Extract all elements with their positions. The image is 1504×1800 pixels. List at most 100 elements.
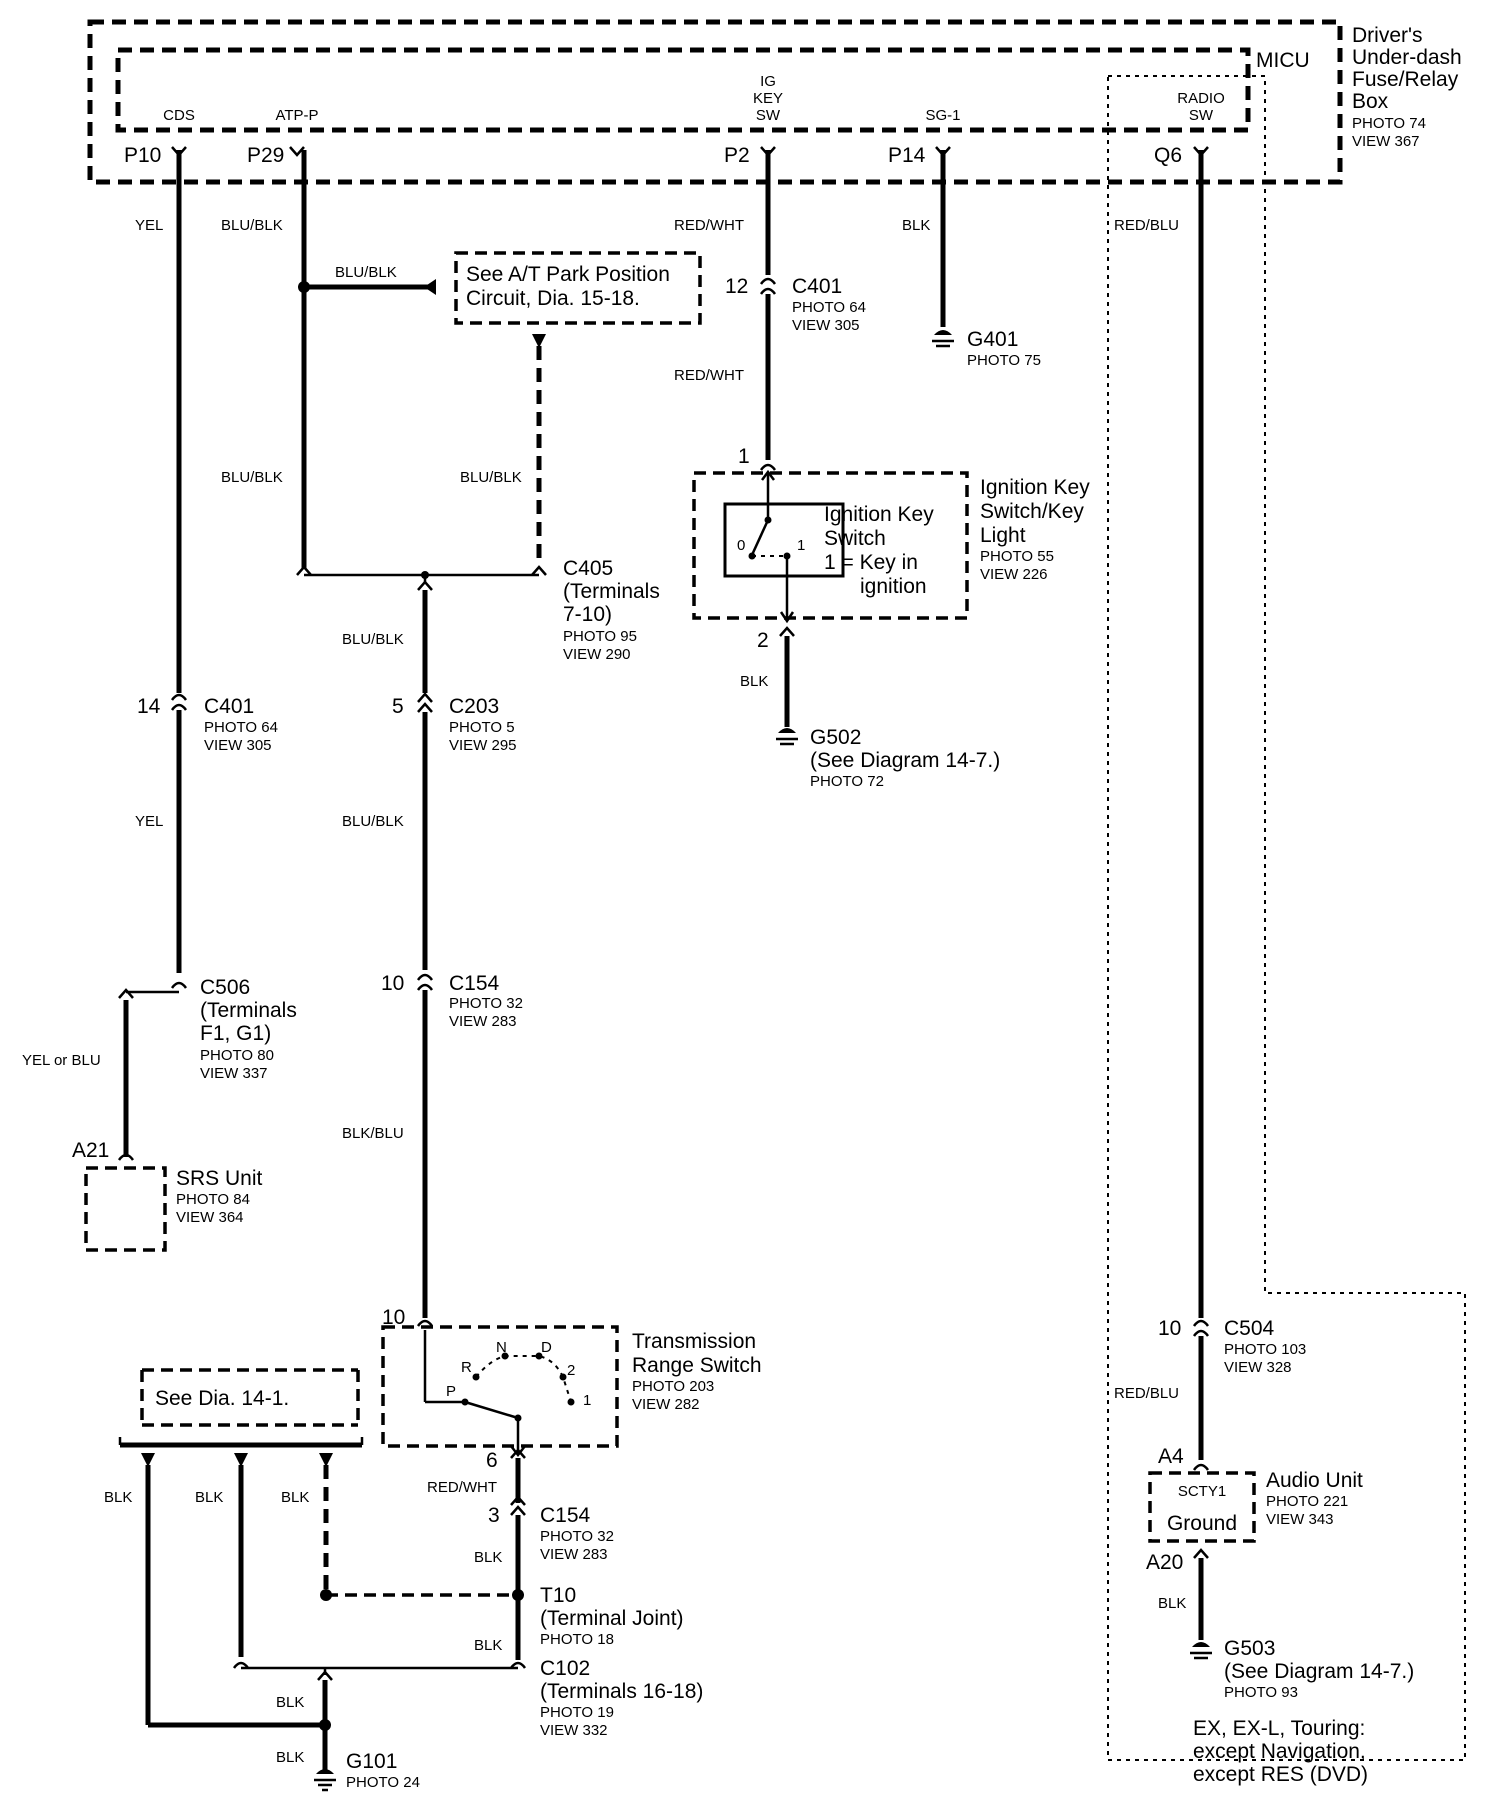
c401-left-name: C401: [204, 695, 254, 718]
trs-photo: PHOTO 203: [632, 1378, 714, 1395]
wire-color-blk-g503: BLK: [1158, 1595, 1186, 1612]
audio-photo: PHOTO 221: [1266, 1493, 1348, 1510]
variant-boundary: [1107, 75, 1466, 1761]
wire-color-blu-blk-2: BLU/BLK: [335, 264, 397, 281]
g503-line2: (See Diagram 14-7.): [1224, 1660, 1414, 1683]
trs-label2: Range Switch: [632, 1354, 762, 1377]
fuse-box-view: VIEW 367: [1352, 133, 1420, 150]
c203-photo: PHOTO 5: [449, 719, 515, 736]
micu-terminals: CDS P10 ATP-P P29 IG KEY SW P2 SG-1 P14 …: [124, 73, 1225, 167]
pin-p10: P10: [124, 144, 161, 167]
c154-top-name: C154: [449, 972, 500, 995]
at-park-line2: Circuit, Dia. 15-18.: [466, 287, 640, 310]
g502-line2: (See Diagram 14-7.): [810, 749, 1000, 772]
wire-color-blk-g101-1: BLK: [276, 1694, 304, 1711]
terminal-sg-1: SG-1: [925, 107, 960, 124]
c102-name: C102: [540, 1657, 590, 1680]
terminal-ig-2: KEY: [753, 90, 783, 107]
c506-name: C506: [200, 976, 250, 999]
audio-pin-a20: A20: [1146, 1551, 1183, 1574]
audio-unit: SCTY1 Ground Audio Unit PHOTO 221 VIEW 3…: [1146, 1469, 1414, 1786]
g401-name: G401: [967, 328, 1018, 351]
terminal-radio-2: SW: [1189, 107, 1214, 124]
c154-top-pin: 10: [381, 972, 404, 995]
c504-photo: PHOTO 103: [1224, 1341, 1306, 1358]
wire-color-yel-2: YEL: [135, 813, 163, 830]
c506-line3: F1, G1): [200, 1022, 271, 1045]
micu-label: MICU: [1256, 49, 1310, 72]
wire-color-red-wht-3: RED/WHT: [427, 1479, 497, 1496]
t10-name: T10: [540, 1584, 576, 1607]
audio-inner-scty1: SCTY1: [1178, 1483, 1226, 1500]
c154-bottom-name: C154: [540, 1504, 591, 1527]
terminal-ig-3: SW: [756, 107, 781, 124]
c154-bottom-view: VIEW 283: [540, 1546, 608, 1563]
c405-name: C405: [563, 557, 613, 580]
g502-name: G502: [810, 726, 861, 749]
srs-view: VIEW 364: [176, 1209, 244, 1226]
c506-photo: PHOTO 80: [200, 1047, 274, 1064]
fuse-box-title-3: Fuse/Relay: [1352, 68, 1459, 91]
variant-note-2: except Navigation,: [1193, 1740, 1366, 1763]
c405-line3: 7-10): [563, 603, 612, 626]
fuse-box-photo: PHOTO 74: [1352, 115, 1426, 132]
audio-inner-ground: Ground: [1167, 1512, 1237, 1535]
at-park-line1: See A/T Park Position: [466, 263, 670, 286]
t10-line2: (Terminal Joint): [540, 1607, 684, 1630]
wire-color-yel-1: YEL: [135, 217, 163, 234]
wire-color-blk-t10-top: BLK: [474, 1549, 502, 1566]
terminal-ig-1: IG: [760, 73, 776, 90]
fuse-relay-box: Driver's Under-dash Fuse/Relay Box PHOTO…: [87, 19, 1462, 185]
pin-p2: P2: [724, 144, 750, 167]
c102-photo: PHOTO 19: [540, 1704, 614, 1721]
c506-view: VIEW 337: [200, 1065, 268, 1082]
c401-top-photo: PHOTO 64: [792, 299, 866, 316]
wire-color-red-wht-1: RED/WHT: [674, 217, 744, 234]
g101-photo: PHOTO 24: [346, 1774, 420, 1791]
terminal-radio-1: RADIO: [1177, 90, 1225, 107]
c504-pin: 10: [1158, 1317, 1181, 1340]
wire-color-blu-blk-4: BLU/BLK: [460, 469, 522, 486]
g401-photo: PHOTO 75: [967, 352, 1041, 369]
t10-photo: PHOTO 18: [540, 1631, 614, 1648]
c401-top-name: C401: [792, 275, 842, 298]
fuse-box-title-2: Under-dash: [1352, 46, 1462, 69]
wire-color-blu-blk-6: BLU/BLK: [342, 813, 404, 830]
c154-bottom-pin: 3: [488, 1504, 500, 1527]
wire-color-blu-blk-3: BLU/BLK: [221, 469, 283, 486]
c203-view: VIEW 295: [449, 737, 517, 754]
transmission-range-switch: 10 Transmission Range Switch PHOTO 203 V…: [381, 1306, 762, 1458]
c401-left-pin: 14: [137, 695, 161, 718]
trs-pos-d: D: [541, 1339, 552, 1356]
ign-inner-4: ignition: [860, 575, 927, 598]
trs-view: VIEW 282: [632, 1396, 700, 1413]
audio-label: Audio Unit: [1266, 1469, 1363, 1492]
ign-inner-2: Switch: [824, 527, 886, 550]
variant-note-3: except RES (DVD): [1193, 1763, 1368, 1786]
srs-name: SRS Unit: [176, 1167, 263, 1190]
trs-pin-top: 10: [382, 1306, 405, 1329]
box-pin-symbols: [171, 146, 1209, 157]
c102-line2: (Terminals 16-18): [540, 1680, 703, 1703]
pin-q6: Q6: [1154, 144, 1182, 167]
fuse-box-title-1: Driver's: [1352, 24, 1423, 47]
c102-view: VIEW 332: [540, 1722, 608, 1739]
trs-pin-bottom: 6: [486, 1449, 498, 1472]
sg1-wire: BLK G401 PHOTO 75: [902, 150, 1041, 369]
wire-color-blk-bus-1: BLK: [104, 1489, 132, 1506]
c401-left-view: VIEW 305: [204, 737, 272, 754]
c401-top-pin: 12: [725, 275, 748, 298]
see-dia-14-1: See Dia. 14-1.: [155, 1387, 289, 1410]
c401-top-view: VIEW 305: [792, 317, 860, 334]
g503-photo: PHOTO 93: [1224, 1684, 1298, 1701]
trs-pos-r: R: [461, 1359, 472, 1376]
cds-wire: YEL 14 C401 PHOTO 64 VIEW 305 YEL C506 (…: [22, 150, 297, 1161]
pin-p14: P14: [888, 144, 926, 167]
trs-pos-2: 2: [567, 1362, 575, 1379]
variant-note-1: EX, EX-L, Touring:: [1193, 1717, 1365, 1740]
wire-color-blk-g101-2: BLK: [276, 1749, 304, 1766]
ign-inner-1: Ignition Key: [824, 503, 934, 526]
c203-name: C203: [449, 695, 499, 718]
ign-pin-bottom: 2: [757, 629, 769, 652]
